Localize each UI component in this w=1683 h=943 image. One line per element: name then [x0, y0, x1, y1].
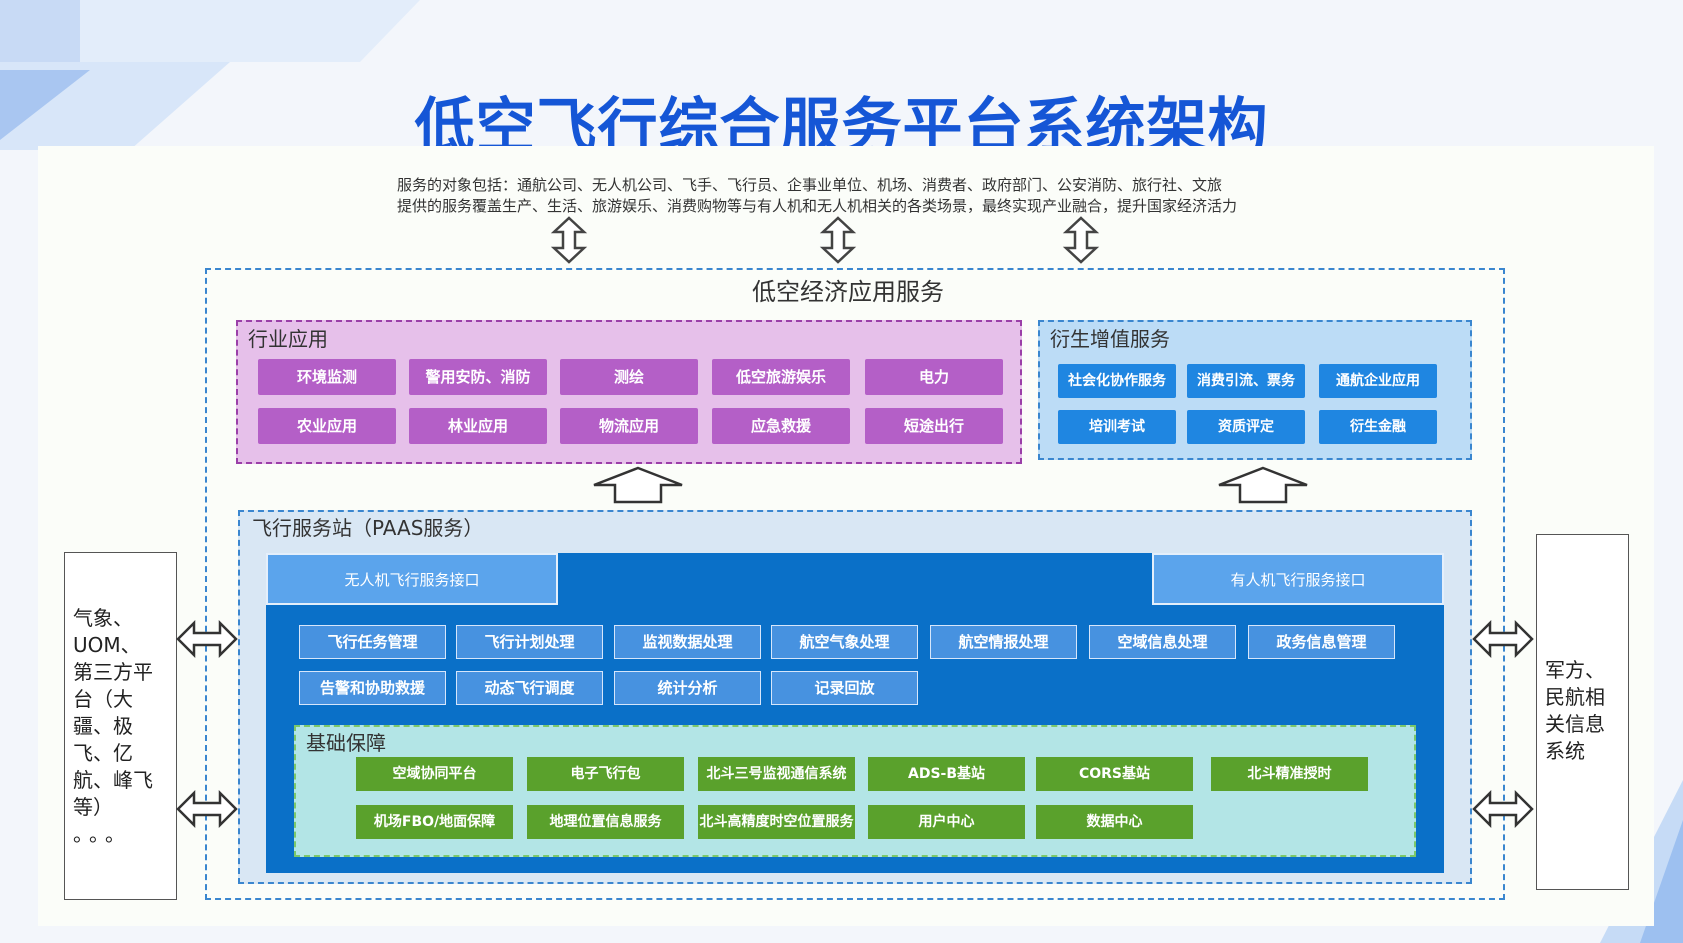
industry-app-button[interactable]: 低空旅游娱乐 — [712, 359, 850, 395]
industry-app-button[interactable]: 应急救援 — [712, 408, 850, 444]
foundation-title: 基础保障 — [306, 731, 386, 755]
military-civil-line: 民航相 — [1545, 685, 1605, 709]
flight-service-function-button[interactable]: 航空气象处理 — [771, 625, 918, 659]
military-civil-line: 军方、 — [1545, 658, 1605, 682]
foundation-service-button[interactable]: 数据中心 — [1036, 805, 1193, 839]
value-added-button[interactable]: 社会化协作服务 — [1058, 364, 1176, 398]
military-civil-aviation-box: 军方、 民航相 关信息 系统 — [1536, 534, 1629, 890]
external-platforms-line: 飞、亿 — [73, 741, 133, 765]
foundation-service-button[interactable]: ADS-B基站 — [868, 757, 1025, 791]
application-service-frame — [205, 268, 1505, 900]
corner-decoration — [0, 0, 420, 150]
external-platforms-line: 第三方平 — [73, 660, 153, 684]
left-right-arrow-icon — [1472, 619, 1534, 659]
double-arrow-icon — [550, 216, 588, 264]
value-added-button[interactable]: 资质评定 — [1187, 410, 1305, 444]
left-right-arrow-icon — [176, 789, 238, 829]
external-platforms-line: 气象、 — [73, 606, 133, 630]
external-platforms-line: 疆、极 — [73, 714, 133, 738]
external-platforms-line: UOM、 — [73, 633, 141, 657]
flight-service-function-button[interactable]: 飞行计划处理 — [456, 625, 603, 659]
flight-service-function-button[interactable]: 监视数据处理 — [614, 625, 761, 659]
value-added-button[interactable]: 衍生金融 — [1319, 410, 1437, 444]
intro-line-1: 服务的对象包括：通航公司、无人机公司、飞手、飞行员、企事业单位、机场、消费者、政… — [397, 176, 1223, 194]
flight-service-function-button[interactable]: 航空情报处理 — [930, 625, 1077, 659]
left-right-arrow-icon — [1472, 789, 1534, 829]
external-platforms-line: 。。。 — [73, 822, 131, 846]
flight-service-function-button[interactable]: 飞行任务管理 — [299, 625, 446, 659]
application-service-title: 低空经济应用服务 — [752, 278, 944, 306]
foundation-service-button[interactable]: 电子飞行包 — [527, 757, 684, 791]
industry-app-button[interactable]: 短途出行 — [865, 408, 1003, 444]
foundation-service-button[interactable]: 北斗三号监视通信系统 — [698, 757, 855, 791]
industry-app-button[interactable]: 林业应用 — [409, 408, 547, 444]
intro-line-2: 提供的服务覆盖生产、生活、旅游娱乐、消费购物等与有人机和无人机相关的各类场景，最… — [397, 197, 1238, 215]
industry-applications-title: 行业应用 — [248, 327, 328, 351]
left-right-arrow-icon — [176, 619, 238, 659]
value-added-button[interactable]: 培训考试 — [1058, 410, 1176, 444]
value-added-services-title: 衍生增值服务 — [1050, 327, 1170, 351]
double-arrow-icon — [1062, 216, 1100, 264]
up-arrow-icon — [593, 466, 683, 504]
up-arrow-icon — [1218, 466, 1308, 504]
flight-service-function-button[interactable]: 记录回放 — [771, 671, 918, 705]
external-platforms-box: 气象、 UOM、 第三方平 台（大 疆、极 飞、亿 航、峰飞 等） 。。。 — [64, 552, 177, 900]
military-civil-line: 关信息 — [1545, 712, 1605, 736]
foundation-service-button[interactable]: CORS基站 — [1036, 757, 1193, 791]
industry-app-button[interactable]: 环境监测 — [258, 359, 396, 395]
external-platforms-line: 等） — [73, 795, 113, 819]
industry-app-button[interactable]: 电力 — [865, 359, 1003, 395]
industry-app-button[interactable]: 警用安防、消防 — [409, 359, 547, 395]
external-platforms-line: 台（大 — [73, 687, 133, 711]
flight-service-function-button[interactable]: 告警和协助救援 — [299, 671, 446, 705]
external-platforms-line: 航、峰飞 — [73, 768, 153, 792]
manned-service-interface[interactable]: 有人机飞行服务接口 — [1152, 553, 1444, 605]
industry-app-button[interactable]: 物流应用 — [560, 408, 698, 444]
double-arrow-icon — [819, 216, 857, 264]
paas-service-title: 飞行服务站（PAAS服务） — [252, 516, 484, 540]
foundation-service-button[interactable]: 北斗高精度时空位置服务 — [698, 805, 855, 839]
foundation-service-button[interactable]: 地理位置信息服务 — [527, 805, 684, 839]
foundation-service-button[interactable]: 北斗精准授时 — [1211, 757, 1368, 791]
military-civil-line: 系统 — [1545, 739, 1585, 763]
flight-service-function-button[interactable]: 统计分析 — [614, 671, 761, 705]
foundation-service-button[interactable]: 机场FBO/地面保障 — [356, 805, 513, 839]
industry-app-button[interactable]: 测绘 — [560, 359, 698, 395]
value-added-button[interactable]: 通航企业应用 — [1319, 364, 1437, 398]
flight-service-function-button[interactable]: 政务信息管理 — [1248, 625, 1395, 659]
flight-service-function-button[interactable]: 空域信息处理 — [1089, 625, 1236, 659]
flight-service-function-button[interactable]: 动态飞行调度 — [456, 671, 603, 705]
uav-service-interface[interactable]: 无人机飞行服务接口 — [266, 553, 558, 605]
value-added-button[interactable]: 消费引流、票务 — [1187, 364, 1305, 398]
industry-app-button[interactable]: 农业应用 — [258, 408, 396, 444]
foundation-service-button[interactable]: 用户中心 — [868, 805, 1025, 839]
foundation-service-button[interactable]: 空域协同平台 — [356, 757, 513, 791]
